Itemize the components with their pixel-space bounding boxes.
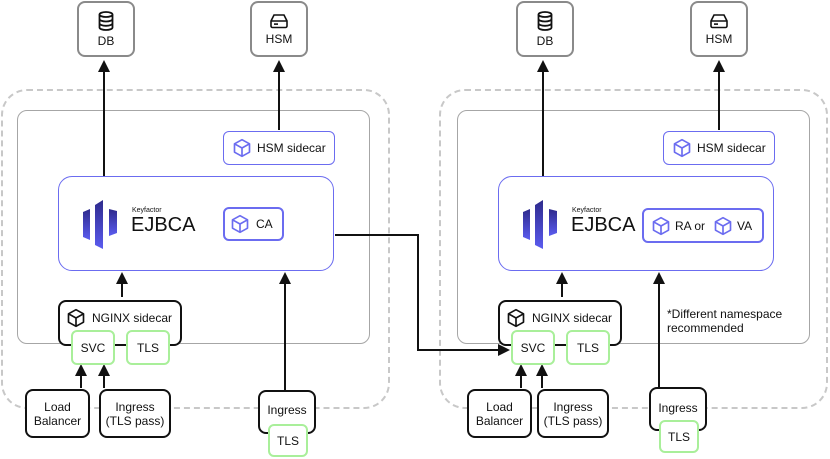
- cube-icon: [714, 216, 732, 235]
- logo-product: EJBCA: [131, 214, 196, 236]
- svc-label: SVC: [520, 340, 546, 355]
- hsm-sidecar-label: HSM sidecar: [697, 141, 766, 155]
- ra-label: RA or: [675, 218, 706, 233]
- cube-icon: [507, 308, 525, 328]
- ejbca-logo-icon: [523, 200, 557, 249]
- ingress-tls-badge-right: TLS: [659, 420, 699, 453]
- ingress-tls-pass-right: Ingress (TLS pass): [537, 389, 609, 438]
- ejbca-pod-right: Keyfactor EJBCA RA or VA: [498, 176, 774, 271]
- db-node-right: DB: [516, 1, 574, 57]
- db-label: DB: [536, 33, 554, 48]
- namespace-note: *Different namespace recommended: [667, 307, 807, 335]
- namespace-right: [439, 89, 828, 409]
- logo-brand: Keyfactor: [572, 207, 602, 214]
- hard-drive-icon: [710, 13, 728, 28]
- svc-badge-right: SVC: [511, 330, 555, 365]
- ejbca-pod-left: Keyfactor EJBCA CA: [58, 176, 334, 271]
- ca-role-box: CA: [223, 207, 284, 241]
- hard-drive-icon: [270, 13, 288, 28]
- hsm-sidecar-right: HSM sidecar: [663, 131, 775, 165]
- database-icon: [537, 10, 553, 31]
- cube-icon: [233, 138, 251, 158]
- cube-icon: [673, 138, 691, 158]
- cube-icon: [652, 216, 670, 235]
- logo-brand: Keyfactor: [132, 207, 162, 214]
- hsm-node-right: HSM: [690, 1, 748, 57]
- tls-badge-right: TLS: [566, 330, 610, 365]
- hsm-label: HSM: [265, 31, 293, 46]
- hsm-sidecar-label: HSM sidecar: [257, 141, 326, 155]
- db-label: DB: [97, 33, 115, 48]
- db-node-left: DB: [77, 1, 135, 57]
- namespace-left: [1, 89, 390, 409]
- cube-icon: [231, 214, 249, 234]
- ca-label: CA: [256, 217, 273, 231]
- svc-label: SVC: [80, 340, 106, 355]
- pod-right: [457, 110, 810, 344]
- ra-va-role-box: RA or VA: [642, 208, 764, 243]
- ingress-tls-label: TLS: [276, 433, 299, 448]
- load-balancer-right: Load Balancer: [467, 389, 532, 438]
- ejbca-logo-icon: [83, 200, 117, 249]
- hsm-label: HSM: [705, 31, 733, 46]
- ingress-label: Ingress: [267, 403, 307, 417]
- tls-label: TLS: [576, 340, 599, 355]
- ingress-label: Ingress: [658, 401, 698, 415]
- arrow-ca-to-ra-svc: [335, 234, 510, 356]
- pod-left: [17, 110, 370, 344]
- note-text: *Different namespace recommended: [667, 307, 783, 335]
- ingress-tls-label: TLS: [667, 429, 690, 444]
- nginx-sidecar-right: NGINX sidecar: [498, 300, 622, 346]
- ingress-pass-label: Ingress (TLS pass): [105, 399, 165, 428]
- nginx-label: NGINX sidecar: [92, 311, 173, 325]
- ingress-tls-pass-left: Ingress (TLS pass): [99, 389, 171, 438]
- load-balancer-label: Load Balancer: [33, 399, 82, 428]
- tls-label: TLS: [136, 340, 159, 355]
- ingress-pass-label: Ingress (TLS pass): [543, 399, 603, 428]
- va-label: VA: [737, 218, 753, 233]
- load-balancer-label: Load Balancer: [475, 399, 524, 428]
- ingress-tls-badge-left: TLS: [268, 424, 308, 457]
- logo-product: EJBCA: [571, 214, 636, 236]
- cube-icon: [67, 308, 85, 328]
- nginx-label: NGINX sidecar: [532, 311, 613, 325]
- hsm-node-left: HSM: [250, 1, 308, 57]
- load-balancer-left: Load Balancer: [25, 389, 90, 438]
- database-icon: [98, 10, 114, 31]
- svc-badge-left: SVC: [71, 330, 115, 365]
- hsm-sidecar-left: HSM sidecar: [223, 131, 335, 165]
- tls-badge-left: TLS: [126, 330, 170, 365]
